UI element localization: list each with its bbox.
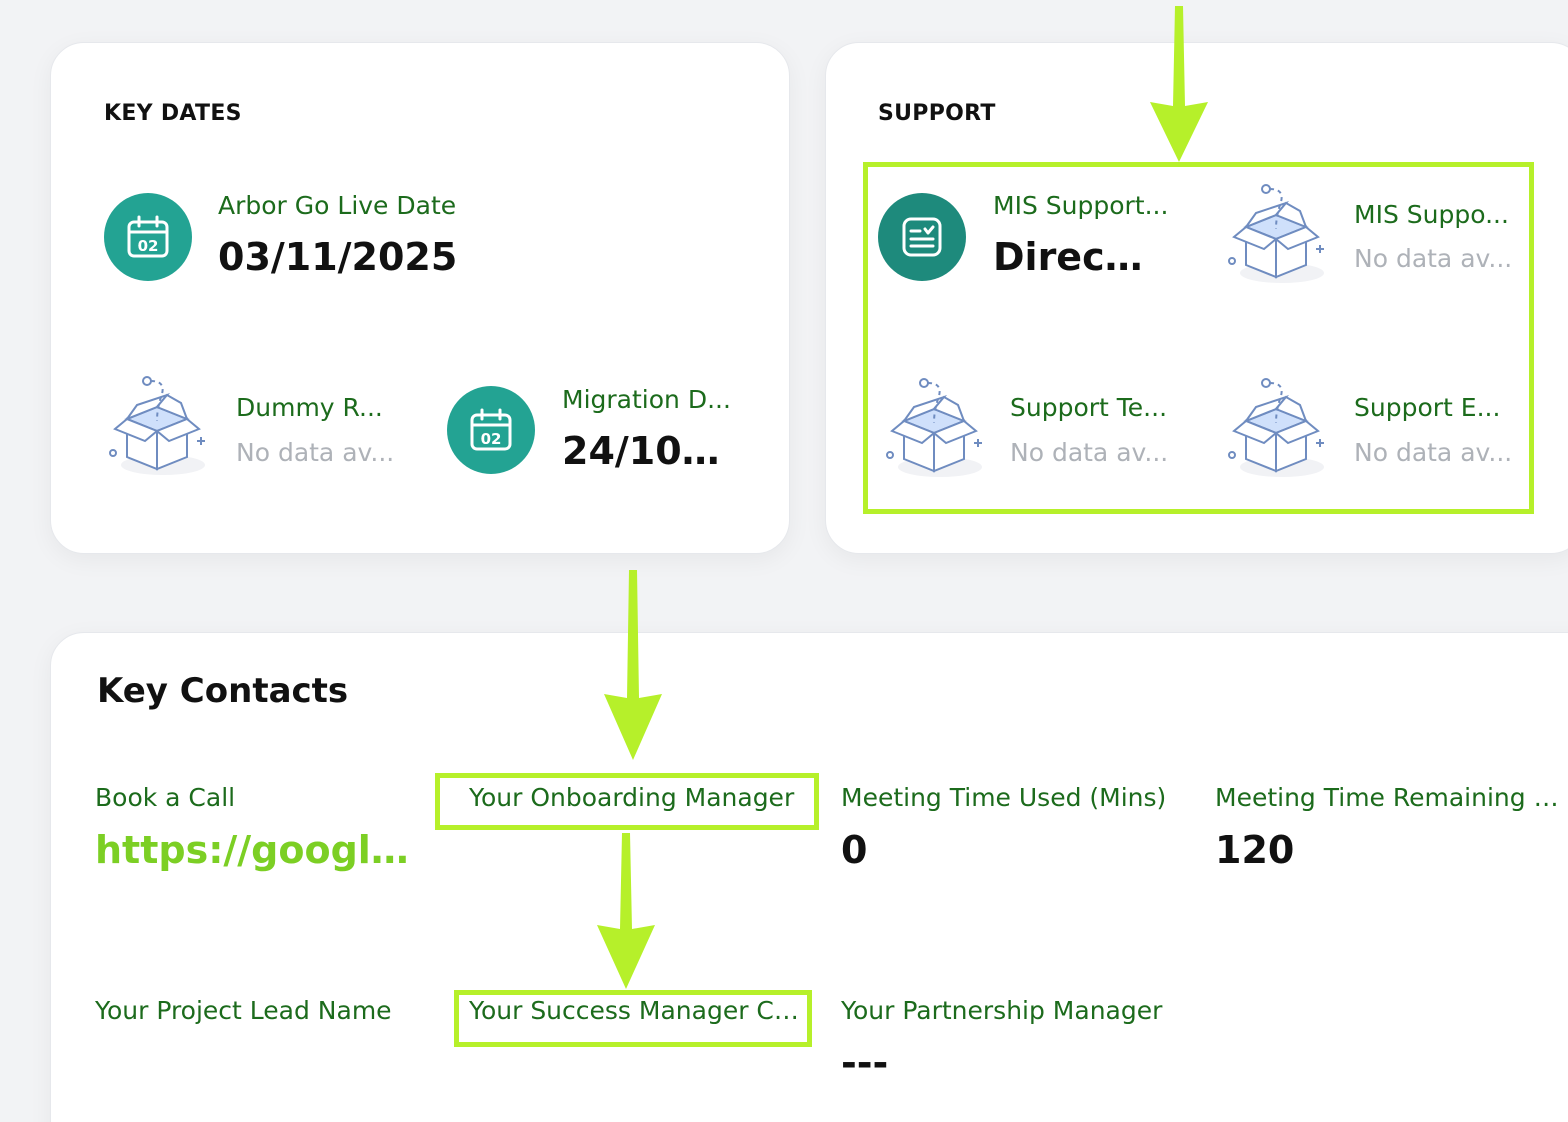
- contact-label: Your Onboarding Manager: [469, 783, 795, 812]
- support-label: Support Te...: [1010, 393, 1168, 422]
- svg-text:02: 02: [138, 237, 159, 255]
- key-date-value: 03/11/2025: [218, 235, 458, 279]
- key-date-label: Dummy R...: [236, 393, 383, 422]
- empty-box-icon: [878, 375, 990, 487]
- contact-value: 120: [1215, 828, 1295, 872]
- book-a-call-link[interactable]: https://google.c...: [95, 828, 430, 872]
- contact-label: Your Partnership Manager: [841, 996, 1163, 1025]
- empty-box-icon: [1220, 375, 1332, 487]
- document-check-icon: [878, 193, 966, 281]
- support-label: Support E...: [1354, 393, 1501, 422]
- key-date-label: Arbor Go Live Date: [218, 191, 457, 220]
- contact-label: Meeting Time Used (Mins): [841, 783, 1167, 812]
- contact-value: 0: [841, 828, 868, 872]
- contact-label: Your Success Manager Co...: [469, 996, 809, 1025]
- key-contacts-card: Key Contacts Book a Call https://google.…: [50, 632, 1568, 1122]
- support-value: Direct ...: [993, 235, 1158, 279]
- no-data-text: No data av...: [1010, 438, 1169, 467]
- support-label: MIS Suppo...: [1354, 200, 1509, 229]
- key-contacts-title: Key Contacts: [97, 671, 349, 711]
- svg-text:02: 02: [481, 430, 502, 448]
- support-label: MIS Support...: [993, 191, 1169, 220]
- calendar-icon: 02: [447, 386, 535, 474]
- contact-value: ---: [841, 1041, 889, 1085]
- no-data-text: No data av...: [1354, 438, 1513, 467]
- key-date-label: Migration D...: [562, 385, 731, 414]
- key-date-value: 24/10/...: [562, 429, 732, 473]
- contact-label: Book a Call: [95, 783, 236, 812]
- support-title: SUPPORT: [878, 101, 996, 126]
- no-data-text: No data av...: [1354, 244, 1513, 273]
- empty-box-icon: [1220, 181, 1332, 293]
- empty-box-icon: [101, 373, 213, 485]
- contact-label: Meeting Time Remaining (...: [1215, 783, 1565, 812]
- no-data-text: No data av...: [236, 438, 395, 467]
- key-dates-card: KEY DATES 02 Arbor Go Live Date 03/11/20…: [50, 42, 790, 554]
- calendar-icon: 02: [104, 193, 192, 281]
- key-dates-title: KEY DATES: [104, 101, 242, 126]
- contact-label: Your Project Lead Name: [95, 996, 392, 1025]
- support-card: SUPPORT MIS Support... Direct ...: [825, 42, 1568, 554]
